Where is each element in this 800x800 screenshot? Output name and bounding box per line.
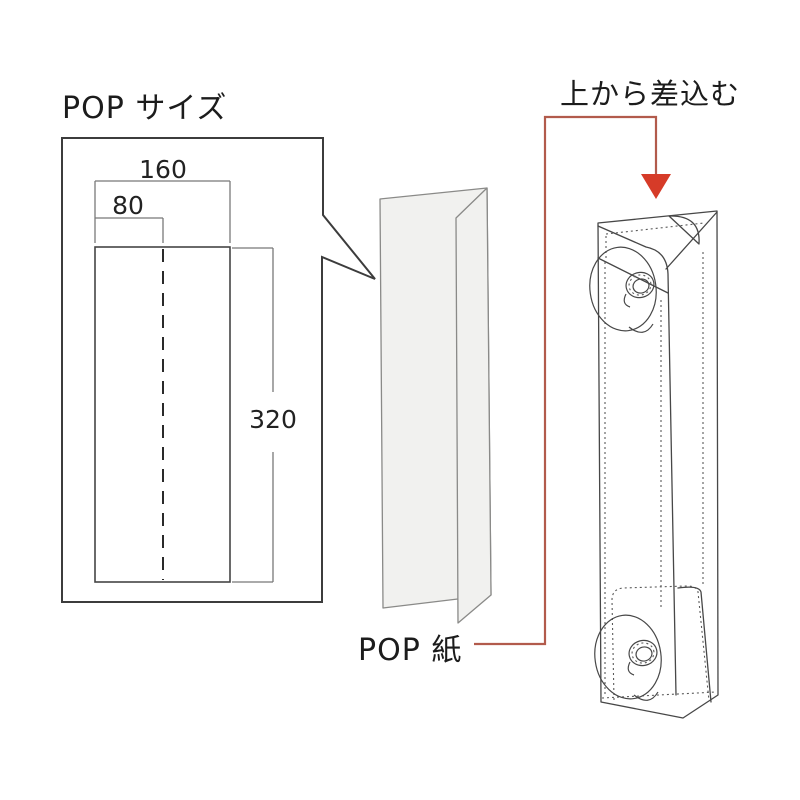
dimension-width-half: 80 bbox=[112, 191, 144, 220]
title-pop-size: POP サイズ bbox=[62, 91, 227, 126]
insert-connector bbox=[474, 115, 671, 646]
corner-flap bbox=[668, 215, 700, 245]
transparent-holder bbox=[589, 210, 719, 719]
suction-cup-bottom bbox=[594, 614, 662, 701]
slot-right-edge bbox=[665, 211, 718, 270]
bottom-pocket-back bbox=[611, 585, 710, 702]
folded-pop-paper bbox=[379, 187, 492, 624]
size-callout: 160 80 320 bbox=[61, 137, 376, 603]
connector-line bbox=[474, 115, 658, 646]
suction-cup-top bbox=[589, 246, 657, 333]
holder-outline bbox=[597, 210, 719, 719]
hidden-edges bbox=[601, 222, 717, 702]
label-insert-from-above: 上から差込む bbox=[560, 77, 740, 111]
dimension-width-total: 160 bbox=[139, 155, 187, 184]
label-pop-paper: POP 紙 bbox=[358, 633, 462, 668]
paper-near-panel bbox=[455, 187, 492, 624]
down-arrow-icon bbox=[641, 174, 671, 199]
front-panel-edge bbox=[597, 225, 677, 696]
dimension-height: 320 bbox=[249, 405, 297, 434]
dimension-lines bbox=[94, 180, 274, 583]
bottom-pocket-front bbox=[677, 586, 712, 703]
